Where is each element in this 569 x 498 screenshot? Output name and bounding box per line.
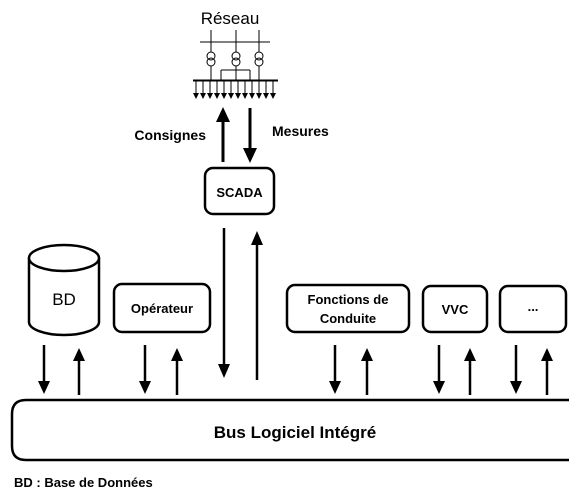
measures-label: Mesures bbox=[272, 123, 329, 139]
database-label: BD bbox=[52, 290, 76, 309]
functions-label-line2: Conduite bbox=[320, 311, 376, 326]
network-label: Réseau bbox=[201, 9, 260, 28]
component-bus-arrows bbox=[38, 345, 553, 395]
scada-box: SCADA bbox=[203, 166, 276, 216]
setpoints-label: Consignes bbox=[134, 127, 206, 143]
control-functions-box: Fonctions de Conduite bbox=[285, 283, 411, 334]
scada-bus-arrows bbox=[218, 228, 263, 380]
operator-label: Opérateur bbox=[131, 301, 193, 316]
bus-label: Bus Logiciel Intégré bbox=[214, 423, 376, 442]
network-schematic: Réseau bbox=[193, 9, 278, 99]
database-cylinder: BD bbox=[27, 243, 101, 337]
operator-box: Opérateur bbox=[112, 282, 212, 334]
vvc-box: VVC bbox=[421, 284, 489, 334]
network-scada-arrows: Consignes Mesures bbox=[134, 107, 329, 163]
vvc-label: VVC bbox=[442, 302, 469, 317]
functions-label-line1: Fonctions de bbox=[308, 292, 389, 307]
more-label: ... bbox=[528, 299, 539, 314]
scada-label: SCADA bbox=[216, 185, 263, 200]
more-box: ... bbox=[498, 284, 568, 334]
legend-text: BD : Base de Données bbox=[14, 475, 153, 490]
software-bus: Bus Logiciel Intégré bbox=[10, 398, 569, 462]
